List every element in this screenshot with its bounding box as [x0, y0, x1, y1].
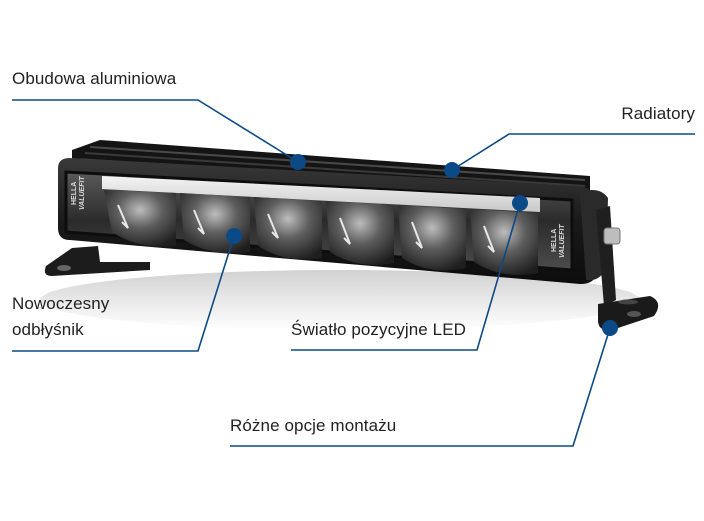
callout-label-reflector-line1: Nowoczesny — [12, 294, 110, 313]
leader-line-mounting — [230, 327, 611, 447]
callout-dot-mounting — [602, 320, 618, 336]
callout-dot-position-light — [512, 195, 528, 211]
callout-label-housing: Obudowa aluminiowa — [12, 69, 177, 88]
brand-marking-left: HELLA VALUEFIT — [71, 176, 86, 210]
callout-dots — [226, 154, 618, 336]
callout-dot-reflector — [226, 228, 242, 244]
led-position-light-strip — [102, 176, 540, 212]
brand-marking-right: HELLA VALUEFIT — [551, 224, 566, 258]
svg-text:HELLA: HELLA — [71, 182, 78, 205]
callout-dot-housing — [290, 154, 306, 170]
svg-text:VALUEFIT: VALUEFIT — [79, 176, 86, 210]
callout-leader-lines — [12, 99, 695, 447]
leader-line-position-light — [291, 202, 521, 351]
callout-label-reflector-line2: odbłyśnik — [12, 320, 84, 339]
callout-label-mounting: Różne opcje montażu — [230, 416, 397, 435]
leader-line-reflector — [12, 235, 235, 352]
callout-label-heatsink: Radiatory — [621, 104, 695, 123]
svg-text:VALUEFIT: VALUEFIT — [559, 224, 566, 258]
leader-line-heatsink — [451, 133, 695, 171]
callout-label-position-light: Światło pozycyjne LED — [291, 320, 467, 339]
leader-line-housing — [12, 99, 299, 163]
floor-shadow — [40, 270, 640, 330]
callout-dot-heatsink — [444, 162, 460, 178]
left-mounting-bracket — [44, 246, 150, 276]
svg-text:HELLA: HELLA — [551, 229, 558, 252]
